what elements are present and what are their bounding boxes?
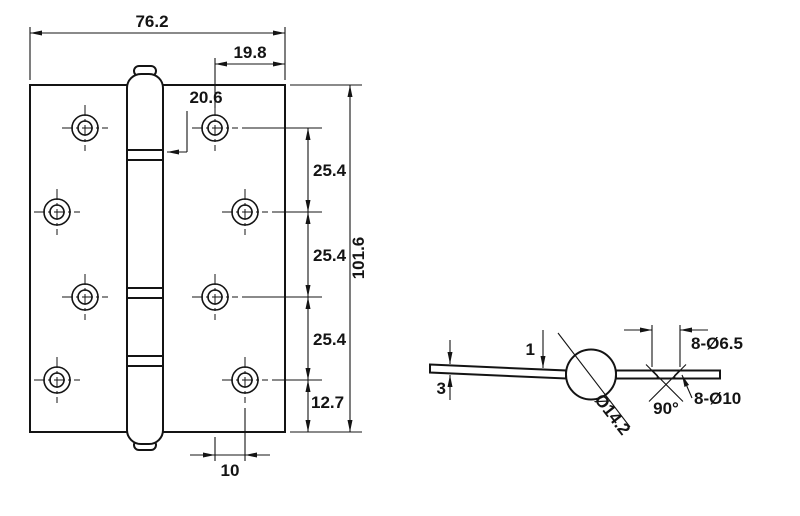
screw-hole [33,356,81,404]
screw-hole [61,273,109,321]
dim-label-stagger: 10 [221,461,240,480]
dim-label-pin-hole: 20.6 [189,88,222,107]
knuckle-joints [127,149,163,367]
dim-countersink-spec: 8-Ø10 [681,374,741,408]
front-view: 76.2 19.8 20.6 25.4 [29,12,368,480]
side-view: Ø14.2 90° 8-Ø6.5 8-Ø10 [429,325,743,439]
side-knuckle-circle [565,348,617,401]
dim-label-hole-spec: 8-Ø6.5 [691,334,743,353]
dim-label-knuckle-diameter: Ø14.2 [591,391,634,439]
screw-hole [33,188,81,236]
dim-stagger: 10 [190,408,270,480]
screw-hole [221,356,269,404]
dim-label-pitch-1: 25.4 [313,161,347,180]
screw-hole [221,188,269,236]
screw-hole [191,273,239,321]
dim-hole-spec: 8-Ø6.5 [624,325,743,367]
dim-label-offset: 1 [526,340,535,359]
knuckle [126,73,164,445]
dim-label-pitch-2: 25.4 [313,246,347,265]
dim-countersink-angle: 90° [645,364,687,418]
dim-label-pitch-3: 25.4 [313,330,347,349]
dim-label-countersink-spec: 8-Ø10 [694,389,741,408]
dim-total-width: 76.2 [29,12,286,80]
screw-hole [191,104,239,152]
dim-total-height: 101.6 [347,85,368,432]
dim-label-width: 76.2 [135,12,168,31]
dim-label-bottom-offset: 12.7 [311,393,344,412]
dim-leaf-thickness: 3 [437,340,453,400]
dim-leaf-offset: 1 [526,330,546,368]
dim-label-thickness: 3 [437,379,446,398]
screw-hole [61,104,109,152]
dim-hole-pitch-chain: 25.4 25.4 25.4 12.7 [305,128,347,432]
dim-label-countersink-angle: 90° [653,399,679,418]
dim-pin-to-hole: 20.6 [167,88,223,155]
dim-label-height: 101.6 [349,237,368,280]
dim-hole-to-edge: 19.8 [214,43,285,108]
side-leaf-right [615,369,721,380]
dim-label-hole-edge: 19.8 [233,43,266,62]
